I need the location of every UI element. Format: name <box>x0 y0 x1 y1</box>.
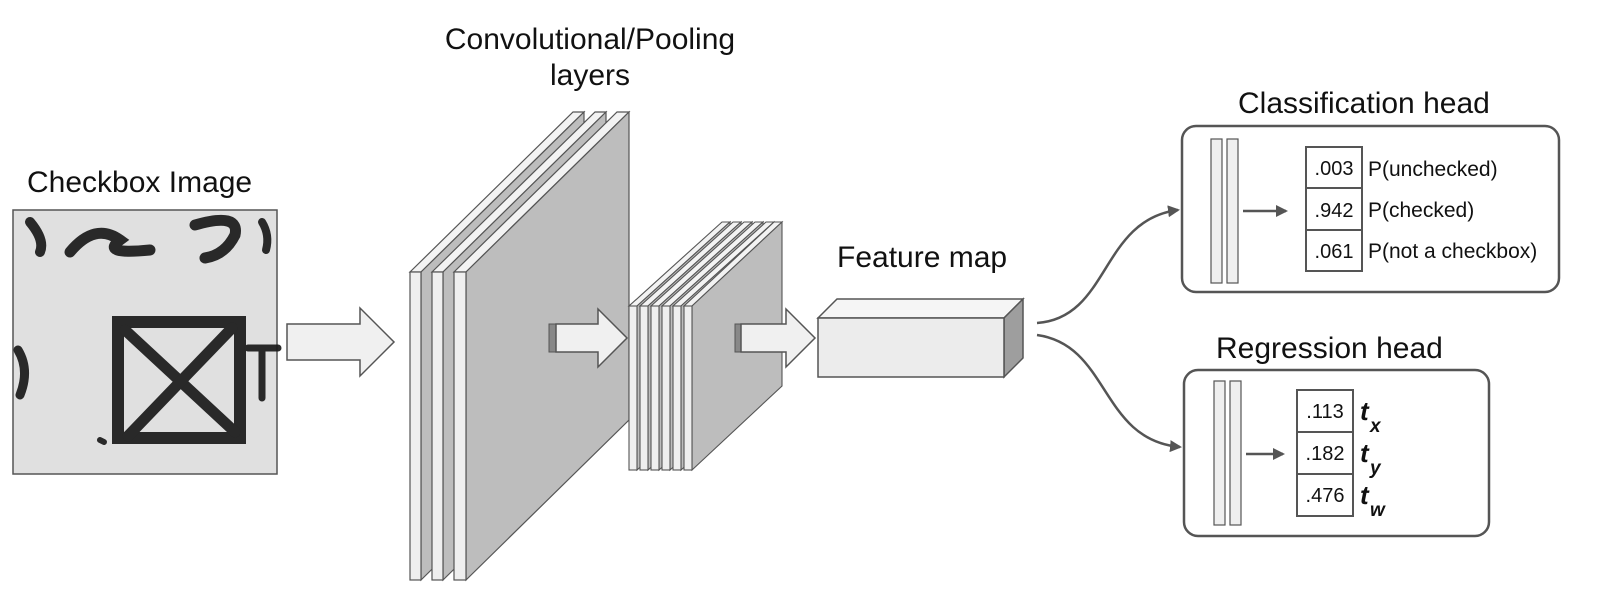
conv-layers-title-line2: layers <box>549 59 631 92</box>
feature-map-title: Feature map <box>837 241 1008 274</box>
feature-map-box <box>816 297 1025 379</box>
checkbox-image <box>12 209 282 475</box>
conv-layer-stack-1 <box>408 110 631 582</box>
regression-value-2: .182 <box>1306 443 1345 465</box>
connector-to-classification <box>1036 205 1180 325</box>
regression-value-3: .476 <box>1306 485 1345 507</box>
flow-arrow-2 <box>548 307 629 369</box>
classification-head-panel: .003 .942 .061 P(unchecked) P(checked) P… <box>1180 124 1561 294</box>
regression-symbol-2: t <box>1360 438 1370 468</box>
connector-to-regression <box>1036 333 1182 453</box>
regression-head-panel: .113 .182 .476 t x t y t w <box>1182 368 1491 538</box>
flow-arrow-1 <box>286 306 396 378</box>
classification-value-3: .061 <box>1315 241 1354 263</box>
classification-value-1: .003 <box>1315 158 1354 180</box>
input-image-title: Checkbox Image <box>27 166 253 199</box>
classification-label-2: P(checked) <box>1368 199 1474 222</box>
classification-value-2: .942 <box>1315 200 1354 222</box>
flow-arrow-3 <box>734 307 817 369</box>
classification-head-title: Classification head <box>1238 87 1490 120</box>
regression-symbol-3: t <box>1360 480 1370 510</box>
conv-layer-stack-2 <box>627 220 784 472</box>
classification-label-1: P(unchecked) <box>1368 158 1498 181</box>
regression-symbol-1: t <box>1360 396 1370 426</box>
classification-label-3: P(not a checkbox) <box>1368 240 1537 263</box>
regression-subscript-1: x <box>1369 416 1382 437</box>
regression-head-title: Regression head <box>1216 332 1443 365</box>
regression-subscript-3: w <box>1370 500 1386 521</box>
regression-value-1: .113 <box>1306 401 1343 423</box>
regression-subscript-2: y <box>1369 458 1382 479</box>
conv-layers-title-line1: Convolutional/Pooling <box>444 23 736 56</box>
